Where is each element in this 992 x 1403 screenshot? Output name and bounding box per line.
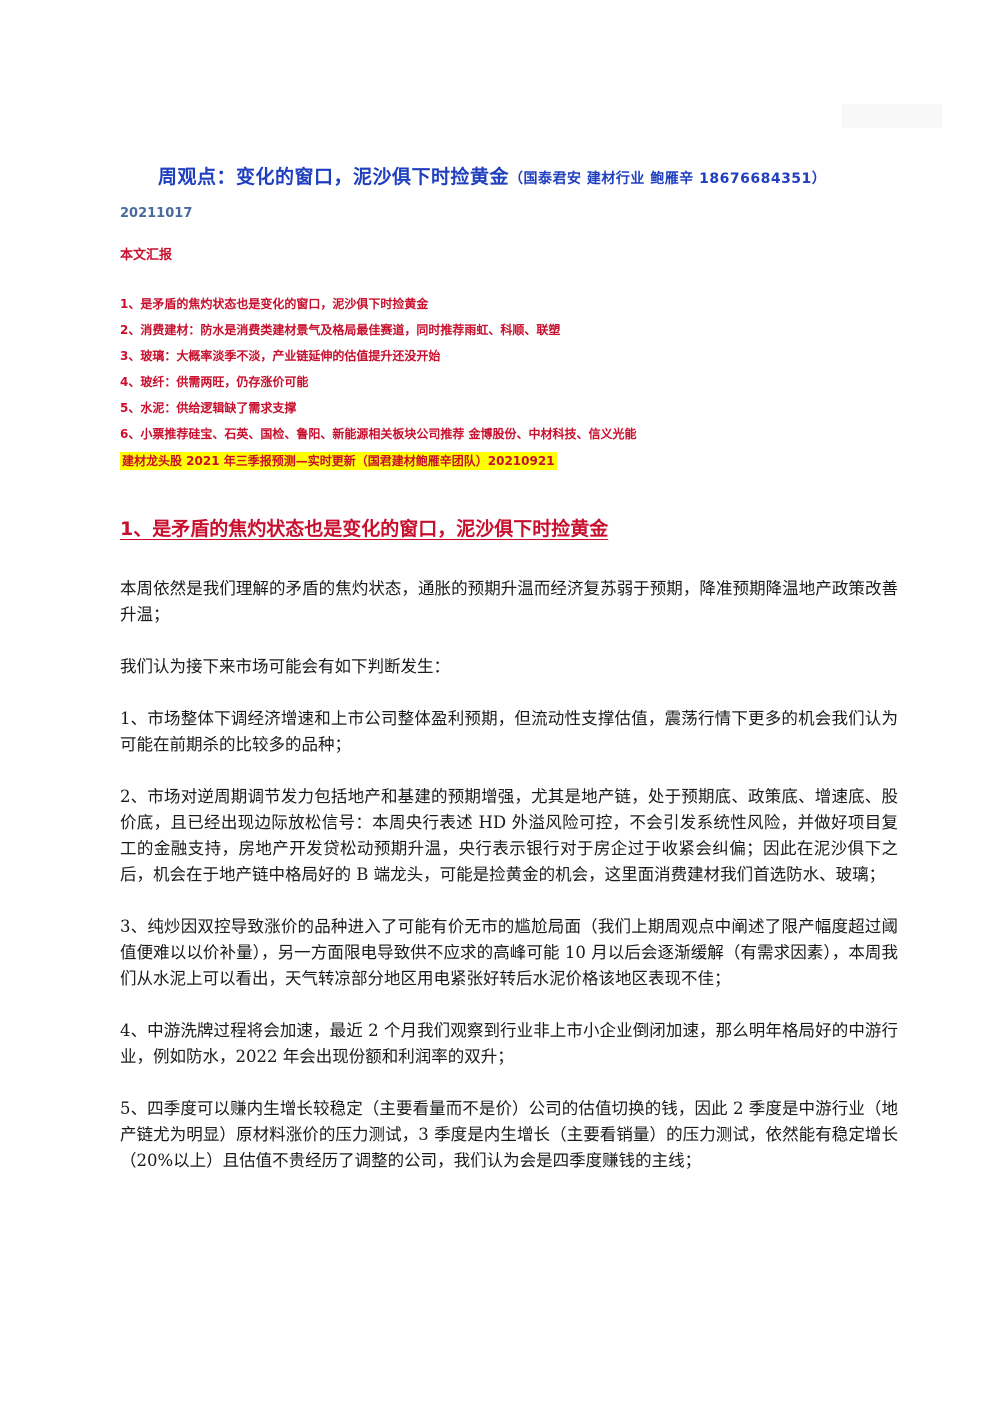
summary-list: 1、是矛盾的焦灼状态也是变化的窗口，泥沙俱下时捡黄金 2、消费建材：防水是消费类…	[120, 296, 637, 452]
paragraph-5: 3、纯炒因双控导致涨价的品种进入了可能有价无市的尴尬局面（我们上期周观点中阐述了…	[120, 917, 898, 988]
summary-item-3: 3、玻璃：大概率淡季不淡，产业链延伸的估值提升还没开始	[120, 349, 441, 363]
summary-item-1: 1、是矛盾的焦灼状态也是变化的窗口，泥沙俱下时捡黄金	[120, 297, 429, 311]
title-subtitle: （国泰君安 建材行业 鲍雁辛 18676684351）	[509, 171, 827, 187]
section-1-heading: 1、是矛盾的焦灼状态也是变化的窗口，泥沙俱下时捡黄金	[120, 518, 609, 540]
document-date: 20211017	[120, 206, 193, 221]
watermark-logo-icon	[842, 104, 942, 128]
paragraph-2: 我们认为接下来市场可能会有如下判断发生：	[120, 657, 450, 676]
paragraph-1: 本周依然是我们理解的矛盾的焦灼状态，通胀的预期升温而经济复苏弱于预期，降准预期降…	[120, 579, 898, 624]
document-title: 周观点：变化的窗口，泥沙俱下时捡黄金（国泰君安 建材行业 鲍雁辛 1867668…	[158, 162, 958, 189]
section-1-body: 本周依然是我们理解的矛盾的焦灼状态，通胀的预期升温而经济复苏弱于预期，降准预期降…	[120, 576, 898, 1200]
title-main: 周观点：变化的窗口，泥沙俱下时捡黄金	[158, 166, 510, 188]
summary-title: 本文汇报	[120, 248, 173, 263]
summary-item-6: 6、小票推荐硅宝、石英、国检、鲁阳、新能源相关板块公司推荐 金博股份、中材科技、…	[120, 427, 637, 441]
paragraph-6: 4、中游洗牌过程将会加速，最近 2 个月我们观察到行业非上市小企业倒闭加速，那么…	[120, 1021, 898, 1066]
paragraph-3: 1、市场整体下调经济增速和上市公司整体盈利预期，但流动性支撑估值，震荡行情下更多…	[120, 709, 898, 754]
paragraph-7: 5、四季度可以赚内生增长较稳定（主要看量而不是价）公司的估值切换的钱，因此 2 …	[120, 1099, 898, 1170]
summary-item-5: 5、水泥：供给逻辑缺了需求支撑	[120, 401, 297, 415]
summary-item-2: 2、消费建材：防水是消费类建材景气及格局最佳赛道，同时推荐雨虹、科顺、联塑	[120, 323, 561, 337]
paragraph-4: 2、市场对逆周期调节发力包括地产和基建的预期增强，尤其是地产链，处于预期底、政策…	[120, 787, 898, 884]
summary-item-4: 4、玻纤：供需两旺，仍存涨价可能	[120, 375, 309, 389]
earnings-forecast-link[interactable]: 建材龙头股 2021 年三季报预测—实时更新（国君建材鲍雁辛团队）2021092…	[120, 452, 557, 470]
